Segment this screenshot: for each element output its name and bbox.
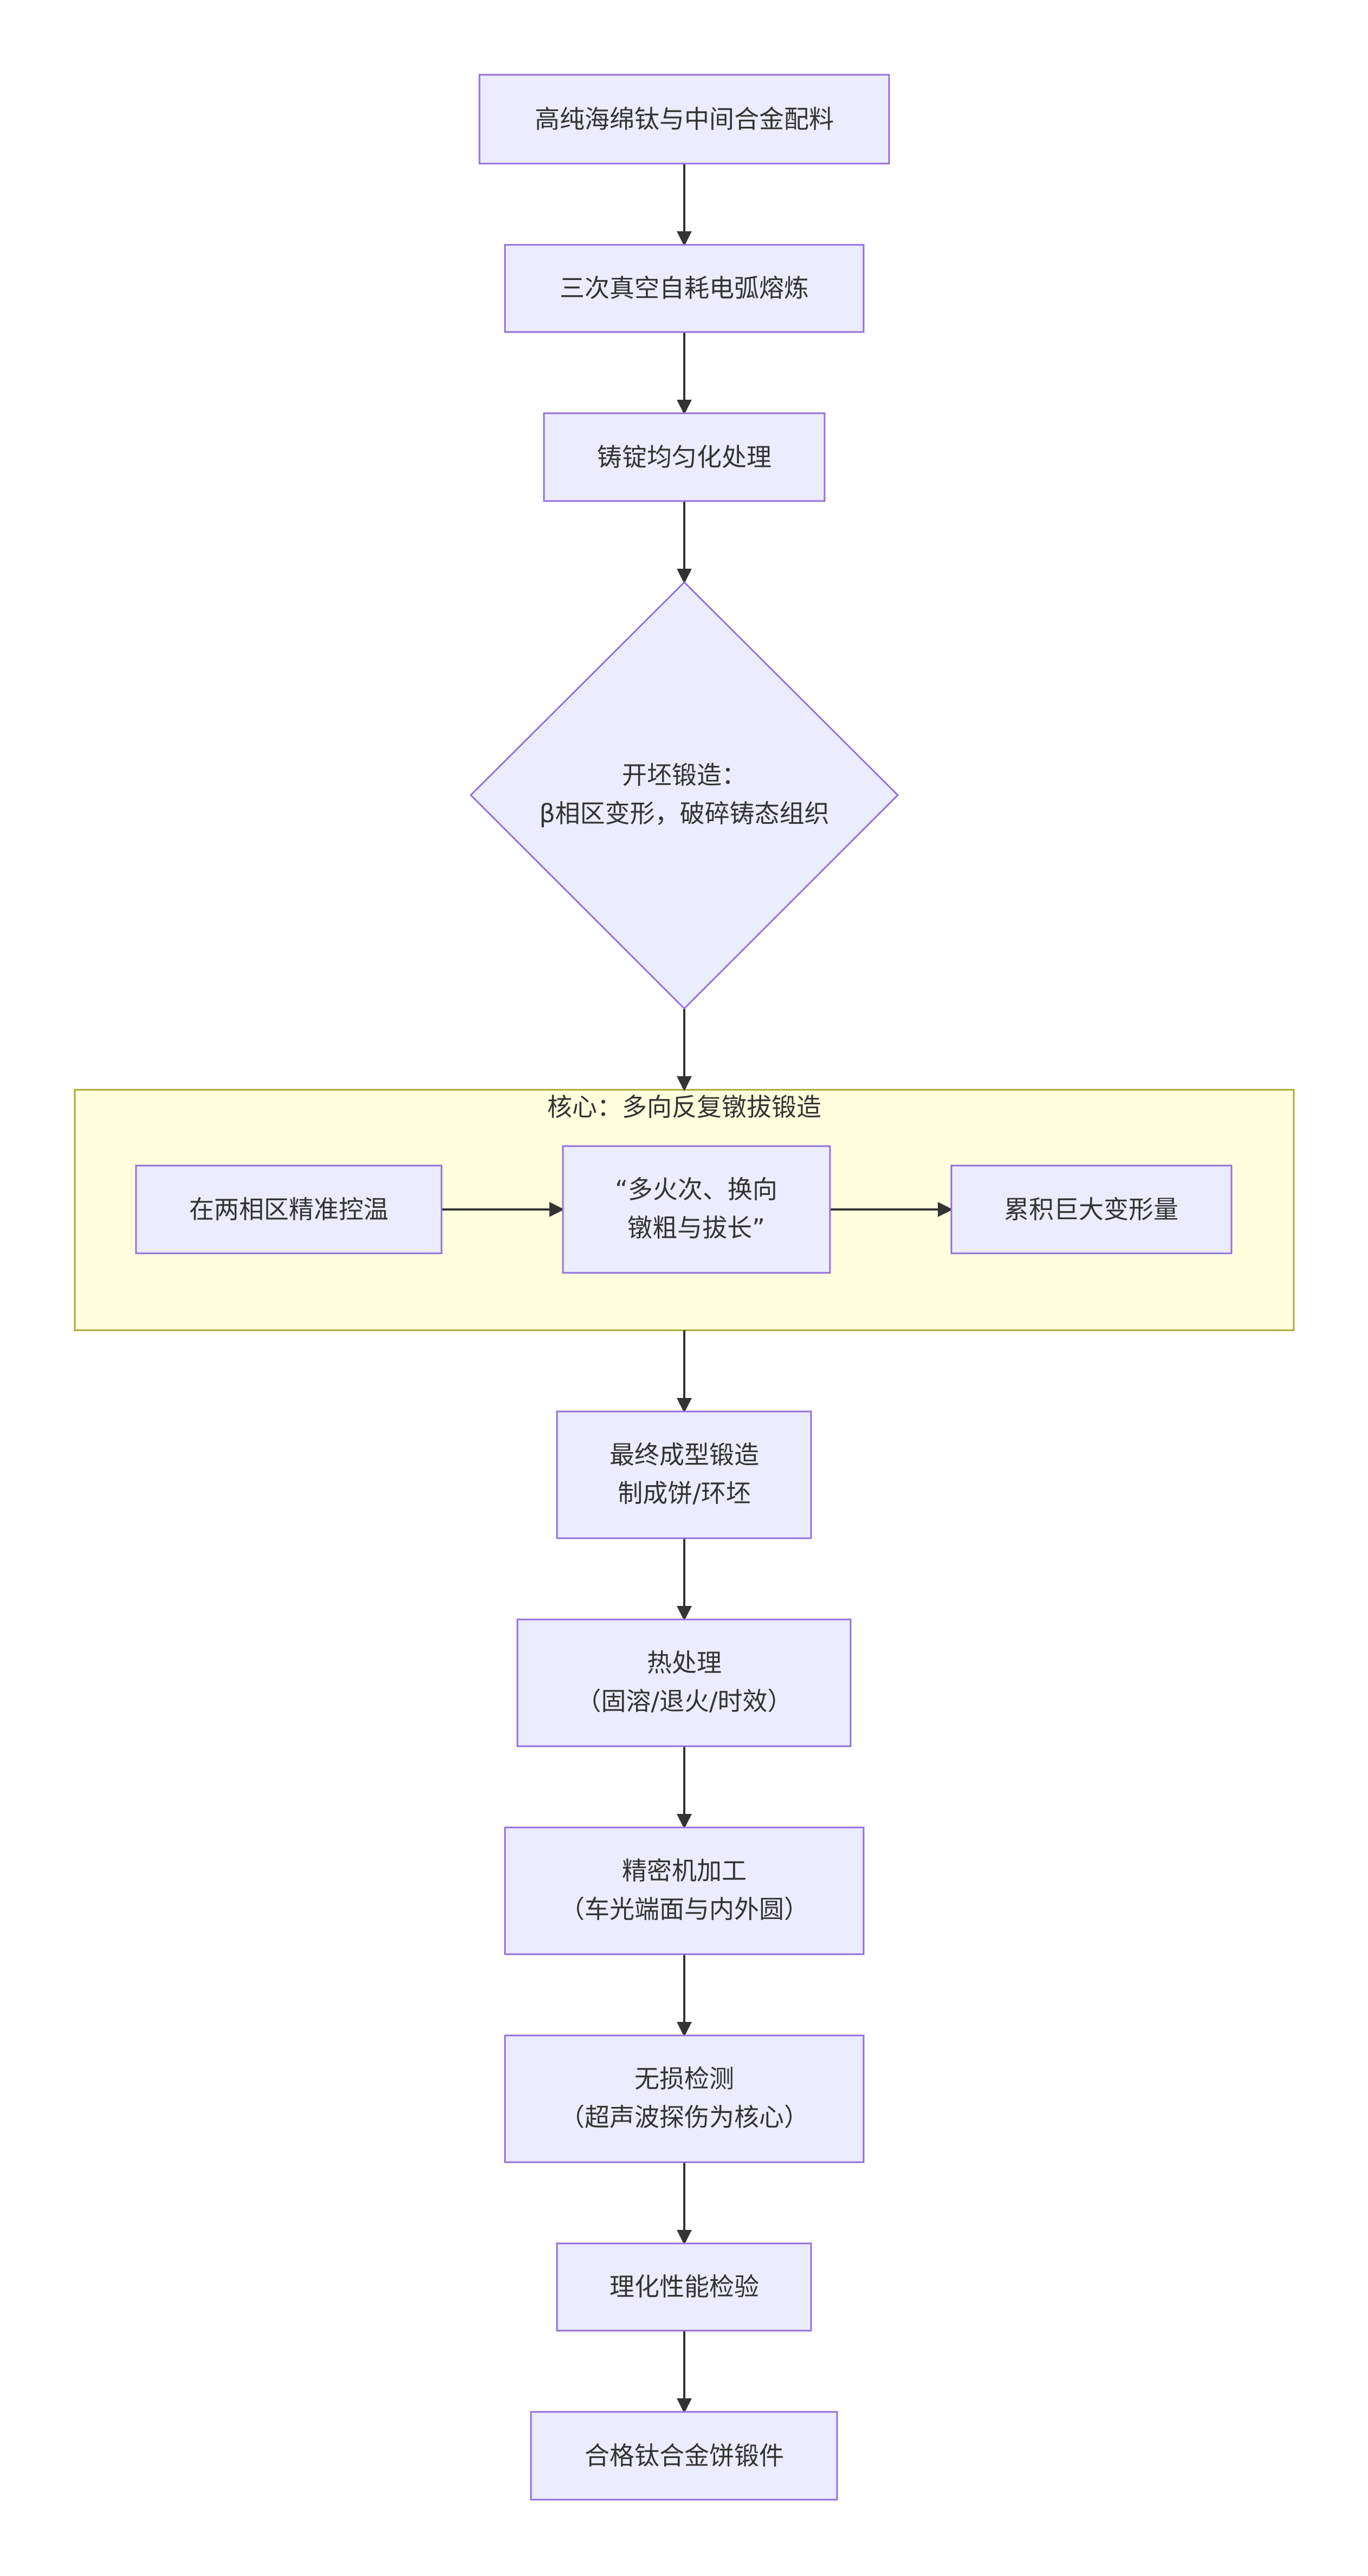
node-cogging-decision: 开坯锻造： β相区变形，破碎铸态组织 xyxy=(469,581,899,1010)
node-raw-material-label: 高纯海绵钛与中间合金配料 xyxy=(535,105,834,134)
node-testing-label: 理化性能检验 xyxy=(610,2272,759,2301)
node-machining-label-line2: （车光端面与内外圆） xyxy=(560,1895,809,1924)
node-upset-draw-box xyxy=(562,1145,831,1274)
cluster-title: 核心：多向反复镦拔锻造 xyxy=(547,1092,821,1122)
node-ndt-box xyxy=(504,2034,865,2163)
node-temp-control: 在两相区精准控温 xyxy=(135,1165,443,1254)
node-melting-label: 三次真空自耗电弧熔炼 xyxy=(560,274,809,303)
node-final-forging-label-line1: 最终成型锻造 xyxy=(610,1440,759,1469)
node-product-box xyxy=(530,2411,838,2501)
node-heat-treat-label-line1: 热处理 xyxy=(647,1648,722,1677)
node-cogging-diamond xyxy=(469,581,899,1010)
node-final-forging: 最终成型锻造 制成饼/环坯 xyxy=(556,1410,812,1539)
node-ndt: 无损检测 （超声波探伤为核心） xyxy=(504,2034,865,2163)
node-machining-label-line1: 精密机加工 xyxy=(622,1856,747,1885)
node-upset-draw-label-line2: 镦粗与拔长” xyxy=(627,1213,765,1243)
node-temp-control-label: 在两相区精准控温 xyxy=(189,1195,388,1224)
node-melting: 三次真空自耗电弧熔炼 xyxy=(504,244,865,333)
node-melting-box xyxy=(504,244,865,333)
node-final-forging-label-line2: 制成饼/环坯 xyxy=(618,1479,751,1508)
node-heat-treat-label-line2: （固溶/退火/时效） xyxy=(576,1687,793,1716)
edges xyxy=(442,164,953,2414)
node-final-forging-box xyxy=(556,1410,812,1539)
node-machining-box xyxy=(504,1826,865,1955)
node-deformation-label: 累积巨大变形量 xyxy=(1004,1195,1178,1224)
node-deformation-box xyxy=(950,1165,1233,1254)
node-cogging-label-line2: β相区变形，破碎铸态组织 xyxy=(539,799,829,828)
node-homogenize-label: 铸锭均匀化处理 xyxy=(597,443,771,472)
node-machining: 精密机加工 （车光端面与内外圆） xyxy=(504,1826,865,1955)
node-raw-material-box xyxy=(478,74,890,165)
node-testing-box xyxy=(556,2242,812,2332)
node-product-label: 合格钛合金饼锻件 xyxy=(585,2441,784,2470)
node-ndt-label-line1: 无损检测 xyxy=(634,2064,734,2093)
node-heat-treat: 热处理 （固溶/退火/时效） xyxy=(516,1618,852,1747)
node-upset-draw-label-line1: “多火次、换向 xyxy=(615,1175,777,1204)
node-deformation: 累积巨大变形量 xyxy=(950,1165,1233,1254)
node-testing: 理化性能检验 xyxy=(556,2242,812,2332)
node-homogenize-box xyxy=(543,412,826,502)
node-heat-treat-box xyxy=(516,1618,852,1747)
node-homogenize: 铸锭均匀化处理 xyxy=(543,412,826,502)
node-cogging-label-line1: 开坯锻造： xyxy=(622,760,747,790)
node-product: 合格钛合金饼锻件 xyxy=(530,2411,838,2501)
node-upset-draw: “多火次、换向 镦粗与拔长” xyxy=(562,1145,831,1274)
node-raw-material: 高纯海绵钛与中间合金配料 xyxy=(478,74,890,165)
node-ndt-label-line2: （超声波探伤为核心） xyxy=(560,2103,809,2132)
node-temp-control-box xyxy=(135,1165,443,1254)
